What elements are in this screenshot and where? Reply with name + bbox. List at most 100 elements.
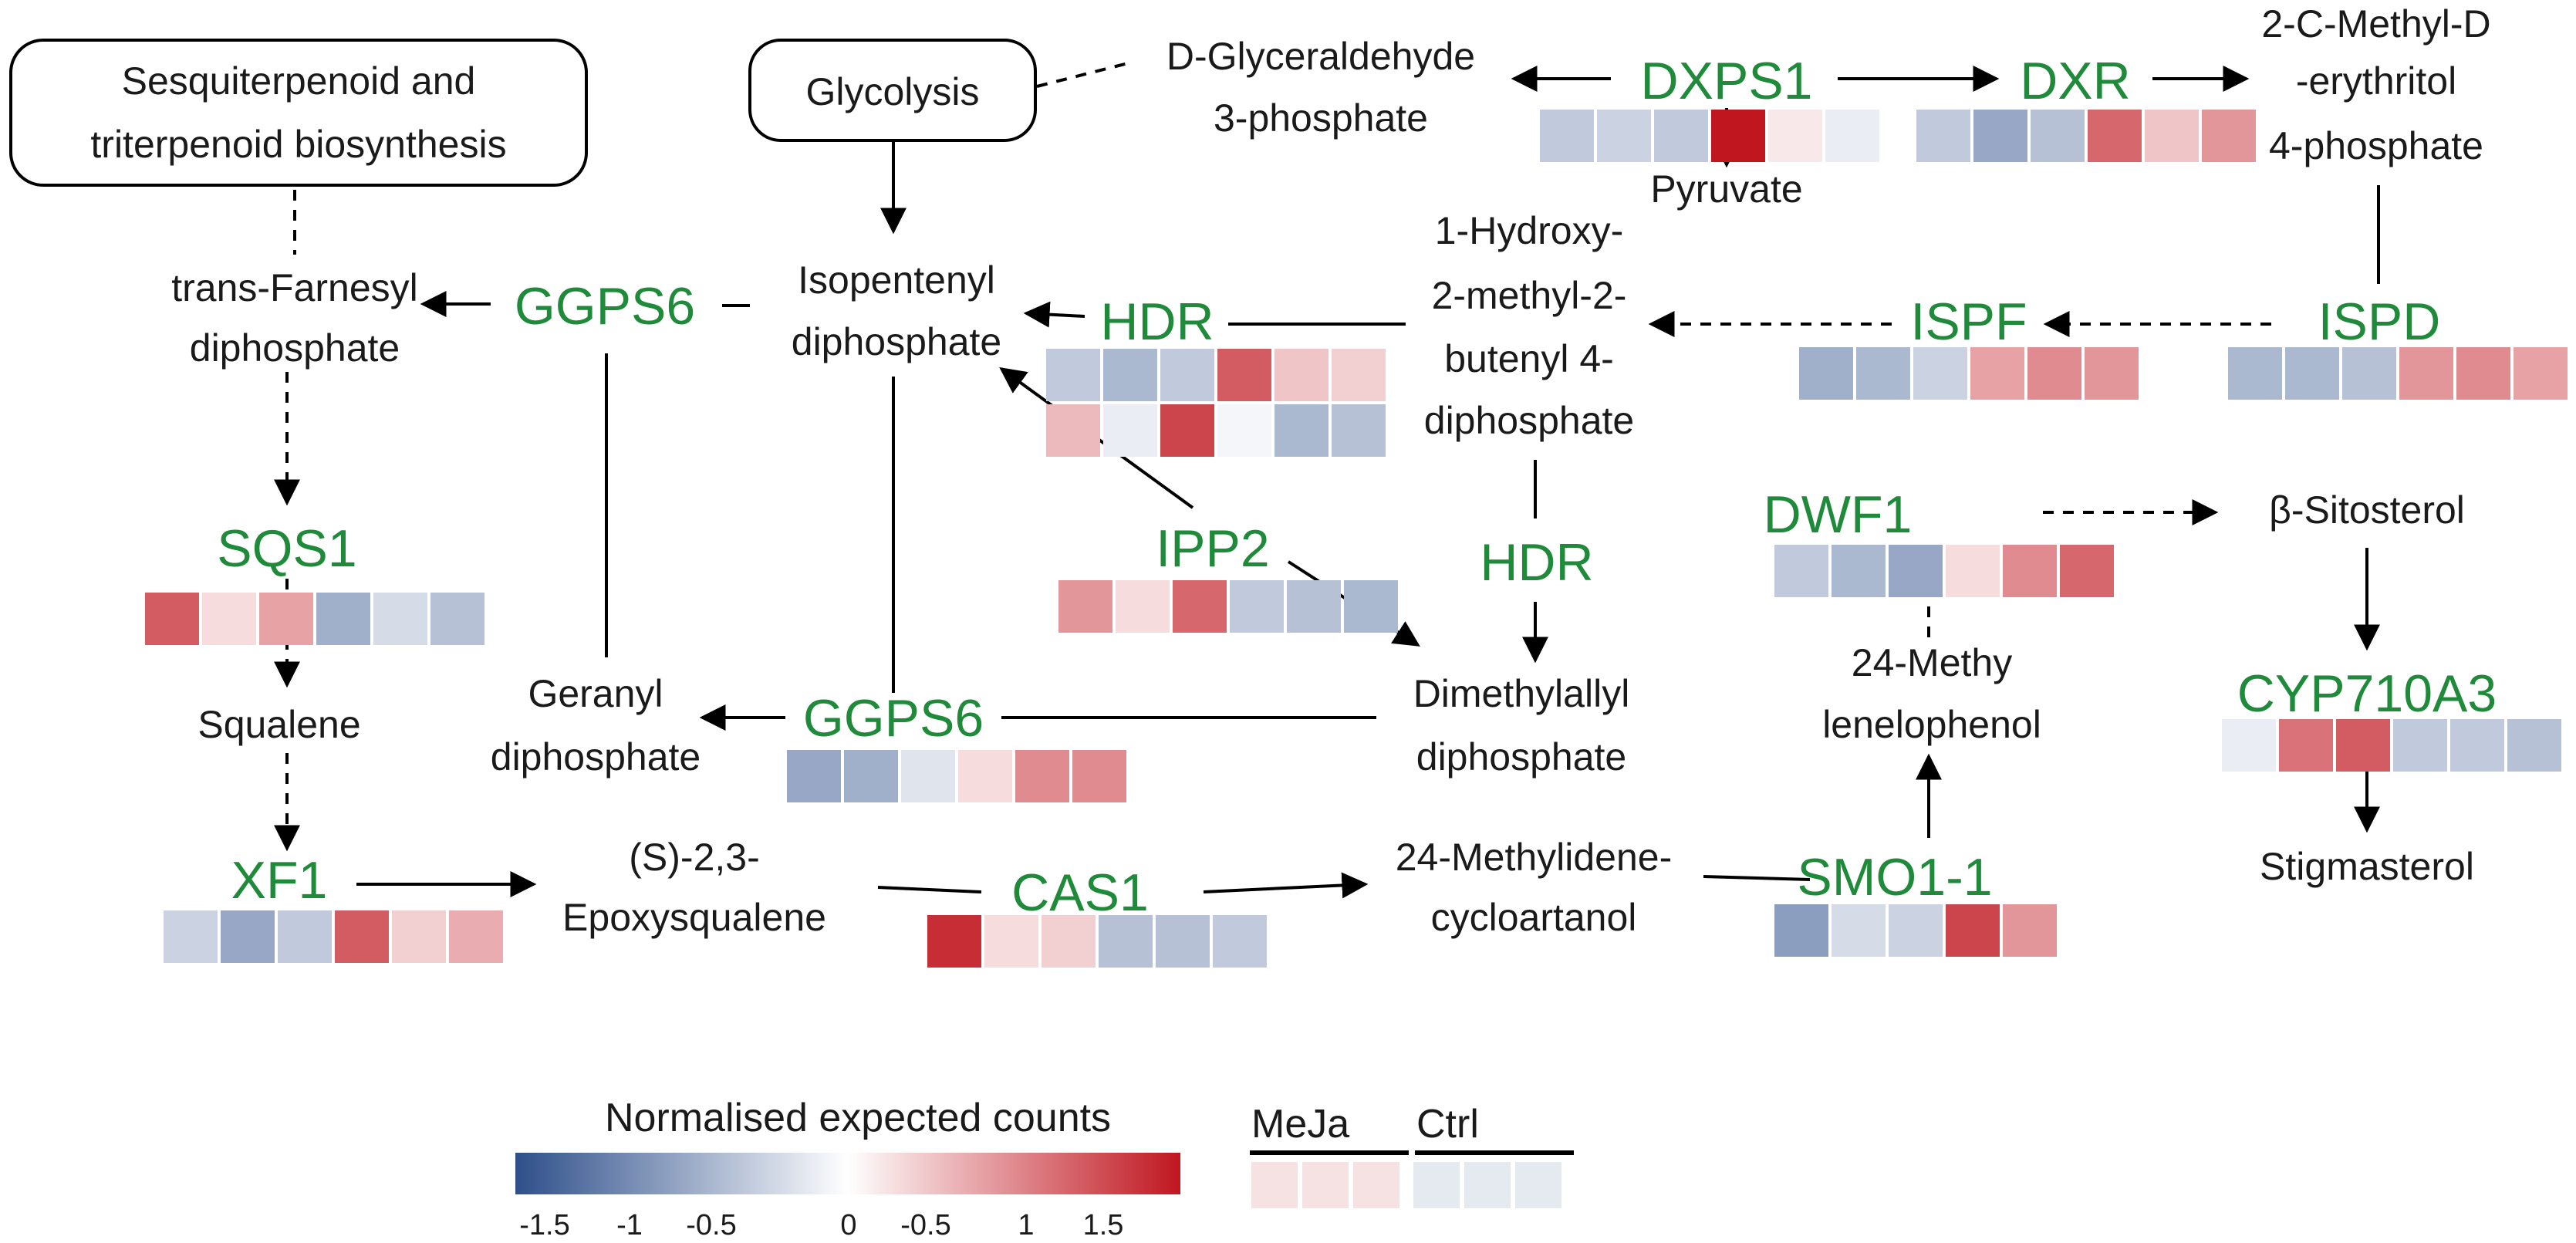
gene-ggps6-bottom[interactable]: GGPS6 [803,689,984,748]
gene-cas1[interactable]: CAS1 [1011,863,1149,922]
sesquiterpenoid-box[interactable]: Sesquiterpenoid and triterpenoid biosynt… [9,39,588,187]
heatmap-cell [1156,915,1210,968]
heatmap-cell [1332,349,1386,401]
mep-line-1: 2-C-Methyl-D [2261,2,2490,46]
legend-gradient-bar [515,1153,1180,1194]
heatmap-cell [1230,580,1284,633]
heatmap-cell [2060,545,2114,597]
heatmap-cell [316,593,370,645]
heatmap-ipp2 [1058,580,1398,633]
dmapp-line-1: Dimethylallyl [1413,672,1630,715]
gene-sqs1[interactable]: SQS1 [217,519,356,578]
heatmap-cell [2514,347,2568,400]
pathway-boxes: Sesquiterpenoid and triterpenoid biosynt… [9,39,1037,187]
gene-ispd[interactable]: ISPD [2318,292,2441,351]
heatmap-cell [2342,347,2396,400]
legend-tick-label: -1.5 [519,1209,569,1241]
heatmap-cell [2456,347,2510,400]
heatmap-ispf [1799,347,2139,400]
glycolysis-box[interactable]: Glycolysis [748,39,1037,142]
gene-dxr[interactable]: DXR [2020,52,2131,110]
heatmap-sqs1 [145,593,484,645]
condition-swatches [1251,1162,1561,1208]
heatmap-cell [2027,347,2081,400]
legend-tick-label: 0 [840,1209,856,1241]
gene-ipp2[interactable]: IPP2 [1156,519,1269,578]
heatmap-cell [1856,347,1910,400]
heatmap-cell [1597,110,1651,162]
gene-ispf[interactable]: ISPF [1910,292,2027,351]
fpp-line-1: trans-Farnesyl [171,266,418,309]
ipp-line-2: diphosphate [792,320,1001,363]
heatmap-cell [844,750,898,802]
hmbpp-line-4: diphosphate [1424,399,1634,442]
heatmap-hdr-top [1046,349,1386,457]
heatmap-cell [2228,347,2282,400]
heatmap-cell [1116,580,1170,633]
heatmaps [145,110,2568,968]
cycloartanol-line-2: cycloartanol [1431,896,1637,939]
heatmap-cell [1160,404,1214,457]
g3p-line-2: 3-phosphate [1214,96,1428,140]
heatmap-cell [2393,719,2447,772]
gene-ggps6-top[interactable]: GGPS6 [515,277,695,336]
edge-epoxy-cas1 [877,886,982,893]
gpp-line-1: Geranyl [528,672,663,715]
heatmap-cell [2279,719,2333,772]
heatmap-cell [1058,580,1112,633]
heatmap-cell [1015,750,1069,802]
gene-dxps1[interactable]: DXPS1 [1641,52,1813,110]
legend-tick-label: -0.5 [686,1209,736,1241]
heatmap-ispd [2228,347,2568,400]
heatmap-cell [1889,904,1943,957]
gene-smo1-1[interactable]: SMO1-1 [1797,848,1992,907]
heatmap-cell [1946,904,2000,957]
epoxysqualene-line-2: Epoxysqualene [562,896,826,939]
legend-tick-label: -1 [616,1209,643,1241]
heatmap-cell [958,750,1012,802]
condition-swatch [1302,1162,1349,1208]
heatmap-cell [1213,915,1267,968]
genes: DXPS1 DXR ISPD ISPF HDR HDR GGPS6 GGPS6 … [217,52,2497,922]
condition-swatch [1464,1162,1511,1208]
cycloartanol-line-1: 24-Methylidene- [1396,836,1673,879]
gpp-line-2: diphosphate [491,735,701,779]
dmapp-line-2: diphosphate [1416,735,1626,779]
gene-cyp710a3[interactable]: CYP710A3 [2237,664,2497,723]
heatmap-cell [1768,110,1822,162]
heatmap-cell [2399,347,2453,400]
hmbpp-line-3: butenyl 4- [1444,337,1614,380]
heatmap-cell [335,910,389,963]
heatmap-cell [1046,349,1100,401]
gene-hdr-mid[interactable]: HDR [1480,533,1593,592]
mep-line-3: 4-phosphate [2269,124,2483,167]
gene-hdr-top[interactable]: HDR [1100,292,1214,351]
heatmap-cell [1774,904,1828,957]
lenelophenol-line-2: lenelophenol [1822,703,2041,746]
heatmap-dwf1 [1774,545,2114,597]
condition-swatch [1251,1162,1298,1208]
heatmap-cell [2088,110,2142,162]
fpp-line-2: diphosphate [190,326,400,370]
condition-swatch [1353,1162,1399,1208]
sitosterol-label: β-Sitosterol [2269,488,2465,532]
heatmap-cell [787,750,841,802]
gene-dwf1[interactable]: DWF1 [1764,485,1913,544]
edge-cas1-cyclo [1203,872,1369,899]
gene-xf1[interactable]: XF1 [231,851,328,910]
heatmap-cell [1332,404,1386,457]
heatmap-cell [1799,347,1853,400]
sesquiterpenoid-label-1: Sesquiterpenoid and [122,59,476,103]
heatmap-dxr [1916,110,2256,162]
heatmap-ggps6-bottom [787,750,1126,802]
heatmap-cell [1274,349,1329,401]
hmbpp-line-1: 1-Hydroxy- [1435,209,1623,252]
lenelophenol-line-1: 24-Methy [1852,641,2012,684]
condition-legend: MeJa Ctrl [1250,1102,1574,1208]
condition-swatch [1413,1162,1460,1208]
heatmap-cell [1103,404,1157,457]
legend-tick-label: 1.5 [1083,1209,1124,1241]
heatmap-cell [1916,110,1970,162]
